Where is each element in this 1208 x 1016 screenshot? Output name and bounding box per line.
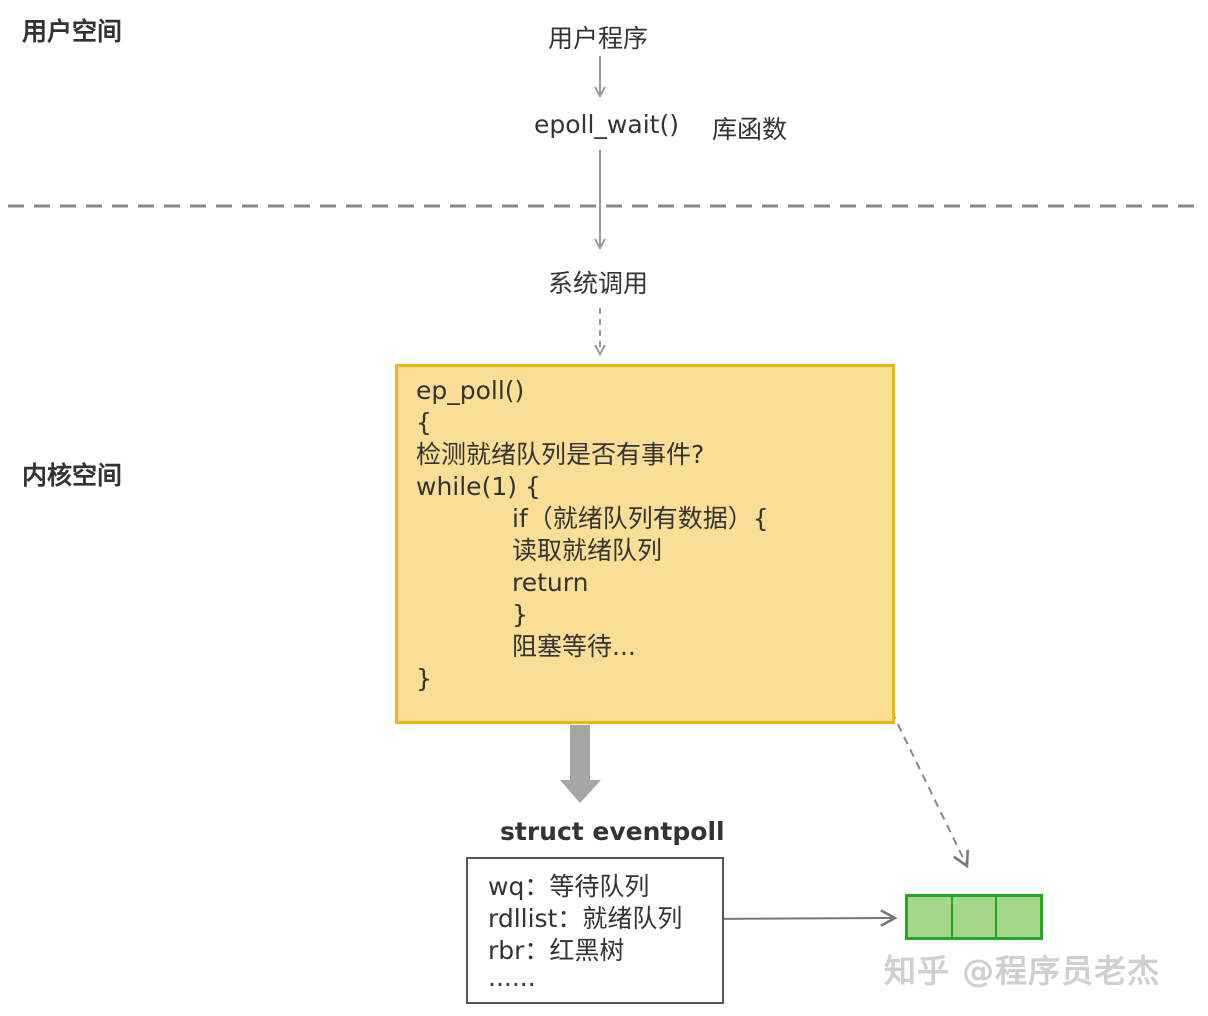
field-wq: wq：等待队列: [488, 872, 650, 901]
arrow-rdllist-to-queue: [699, 918, 895, 919]
code-line: 阻塞等待...: [512, 632, 636, 661]
code-line: }: [416, 664, 432, 693]
queue-cell: [908, 897, 953, 937]
code-line: }: [512, 600, 528, 629]
code-line: while(1) {: [416, 472, 541, 501]
code-line: return: [512, 568, 589, 597]
eventpoll-struct-box: wq：等待队列 rdllist：就绪队列 rbr：红黑树 ......: [466, 857, 724, 1004]
field-more: ......: [488, 963, 536, 992]
system-call-label: 系统调用: [548, 269, 649, 298]
queue-cell: [997, 897, 1040, 937]
field-rdllist: rdllist：就绪队列: [488, 904, 683, 933]
user-space-label: 用户空间: [22, 17, 123, 46]
code-line: {: [416, 408, 432, 437]
watermark: 知乎 @程序员老杰: [884, 952, 1161, 990]
thick-arrow-ep-poll-to-eventpoll: [560, 725, 601, 803]
library-function-label: 库函数: [712, 115, 788, 144]
code-line: if（就绪队列有数据）{: [512, 504, 769, 533]
field-rbr: rbr：红黑树: [488, 936, 625, 965]
ready-queue: [905, 894, 1043, 940]
code-line: 读取就绪队列: [512, 536, 663, 565]
eventpoll-title: struct eventpoll: [500, 817, 725, 846]
kernel-space-label: 内核空间: [22, 461, 123, 490]
queue-cell: [953, 897, 998, 937]
user-program-label: 用户程序: [548, 24, 649, 53]
ep-poll-code-box: ep_poll() { 检测就绪队列是否有事件? while(1) { if（就…: [395, 364, 895, 724]
code-line: 检测就绪队列是否有事件?: [416, 440, 705, 469]
code-line: ep_poll(): [416, 376, 525, 405]
epoll-wait-label: epoll_wait(): [534, 110, 679, 139]
